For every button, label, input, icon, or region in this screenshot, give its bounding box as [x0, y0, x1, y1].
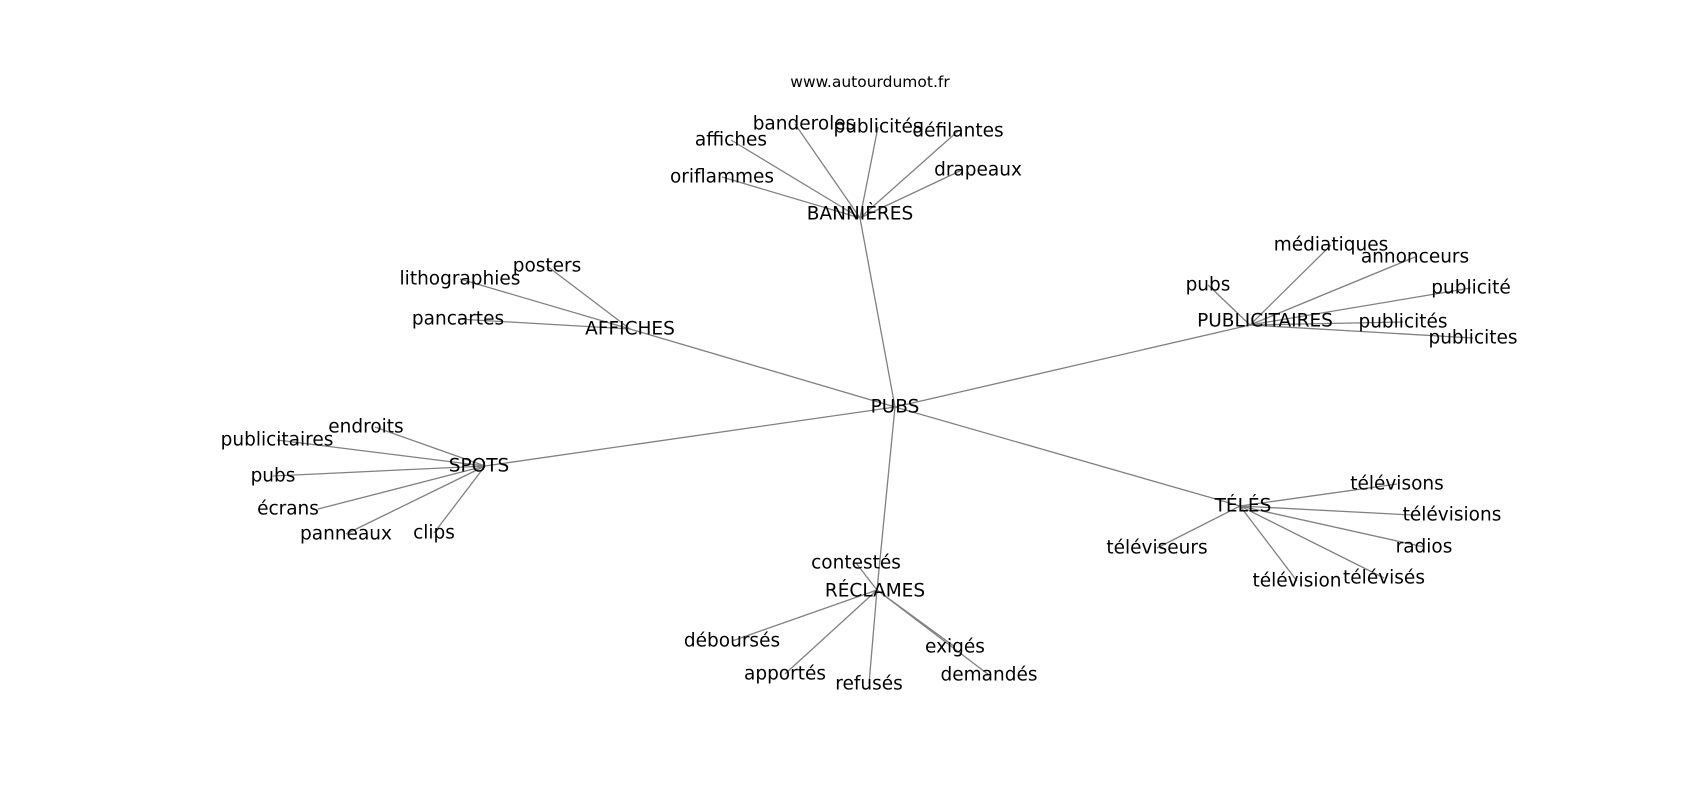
node-word-spots-publicitaires: publicitaires: [221, 430, 334, 451]
edge-spots-panneaux: [345, 465, 486, 535]
node-word-reclames-refuses: refusés: [835, 674, 902, 695]
edge-reclames-apportes: [784, 589, 878, 675]
node-word-bannieres-banderoles: banderoles: [753, 114, 856, 135]
node-word-teles-televisions: télévisions: [1403, 505, 1502, 526]
edge-affiches-lithographies: [459, 278, 631, 330]
edge-center-affiches: [629, 328, 896, 408]
node-word-publicitaires-pubs: pubs: [1186, 275, 1231, 296]
edge-teles-televises: [1239, 505, 1385, 579]
edge-center-bannieres: [859, 217, 896, 408]
edge-publicitaires-publicites: [1249, 321, 1404, 326]
node-word-teles-televises: télévisés: [1343, 568, 1425, 589]
edge-reclames-debourses: [731, 589, 878, 642]
node-word-spots-ecrans: écrans: [257, 499, 319, 520]
edge-spots-endroits: [374, 426, 486, 467]
edge-publicitaires-publicite: [1249, 287, 1472, 326]
edge-reclames-contestes: [855, 562, 878, 591]
edge-affiches-posters: [546, 265, 631, 330]
edge-reclames-demandes: [876, 589, 990, 676]
edge-bannieres-drapeaux: [859, 169, 963, 219]
source-label: www.autourdumot.fr: [790, 73, 950, 91]
edge-publicitaires-mediatiques: [1249, 244, 1332, 326]
node-word-publicitaires-mediatiques: médiatiques: [1274, 235, 1389, 256]
edge-bannieres-publicites: [859, 126, 879, 219]
edge-teles-televisions: [1239, 505, 1413, 516]
node-word-teles-televisons: télévisons: [1350, 474, 1444, 495]
edge-center-reclames: [876, 406, 896, 591]
edge-teles-radios: [1239, 505, 1425, 548]
edge-bannieres-defilantes: [859, 130, 959, 219]
node-word-bannieres-publicites: publicités: [833, 117, 922, 138]
edge-spots-clips: [433, 465, 486, 534]
edge-spots-pubs: [272, 465, 486, 477]
edge-center-spots: [484, 406, 896, 467]
edge-center-publicitaires: [894, 324, 1251, 408]
node-word-reclames-exiges: exigés: [925, 637, 985, 658]
node-word-spots-clips: clips: [413, 523, 455, 544]
edge-bannieres-oriflammes: [721, 176, 861, 219]
node-group-affiches: AFFICHES: [585, 319, 675, 340]
edge-teles-television: [1239, 505, 1298, 582]
nodes: PUBSBANNIÈRESbanderolespublicitésaffiche…: [221, 114, 1518, 695]
node-word-bannieres-oriflammes: oriflammes: [670, 167, 774, 188]
node-center-pubs: PUBS: [871, 397, 920, 418]
node-word-bannieres-defilantes: défilantes: [912, 121, 1003, 142]
node-group-publicitaires: PUBLICITAIRES: [1197, 311, 1333, 332]
node-word-publicitaires-annonceurs: annonceurs: [1361, 247, 1469, 268]
node-word-publicitaires-publicites: publicités: [1358, 312, 1447, 333]
node-word-reclames-contestes: contestés: [811, 553, 901, 574]
edge-affiches-pancartes: [457, 318, 631, 330]
edge-bannieres-affiches: [730, 139, 861, 219]
node-word-reclames-debourses: déboursés: [684, 631, 780, 652]
edge-spots-publicitaires: [276, 439, 486, 467]
edge-reclames-refuses: [868, 589, 878, 685]
node-word-bannieres-drapeaux: drapeaux: [934, 160, 1022, 181]
edge-publicitaires-publicites: [1249, 324, 1474, 339]
node-group-bannieres: BANNIÈRES: [807, 203, 913, 225]
node-word-spots-panneaux: panneaux: [300, 524, 392, 545]
edge-bannieres-banderoles: [794, 123, 861, 219]
node-word-affiches-pancartes: pancartes: [412, 309, 504, 330]
edge-spots-ecrans: [317, 465, 486, 510]
edge-teles-televisons: [1239, 483, 1398, 507]
node-group-teles: TÉLÉS: [1214, 495, 1272, 517]
edge-publicitaires-annonceurs: [1249, 256, 1416, 326]
node-group-reclames: RÉCLAMES: [825, 580, 925, 602]
node-word-affiches-lithographies: lithographies: [400, 269, 521, 290]
edges: [272, 123, 1474, 685]
edge-center-teles: [894, 406, 1241, 507]
node-word-spots-endroits: endroits: [328, 417, 403, 438]
node-word-reclames-apportes: apportés: [744, 664, 826, 685]
node-word-teles-radios: radios: [1396, 537, 1453, 558]
node-group-spots: SPOTS: [449, 456, 510, 477]
node-word-publicitaires-publicites: publicites: [1428, 328, 1517, 349]
node-word-reclames-demandes: demandés: [941, 665, 1038, 686]
edge-publicitaires-pubs: [1207, 284, 1251, 326]
edge-teles-televiseurs: [1156, 505, 1241, 549]
node-word-bannieres-affiches: affiches: [695, 130, 767, 151]
node-word-affiches-posters: posters: [513, 256, 582, 277]
node-word-publicitaires-publicite: publicité: [1431, 278, 1510, 299]
node-word-spots-pubs: pubs: [251, 466, 296, 487]
node-word-teles-television: télévision: [1252, 571, 1341, 592]
node-word-teles-televiseurs: téléviseurs: [1106, 538, 1207, 559]
